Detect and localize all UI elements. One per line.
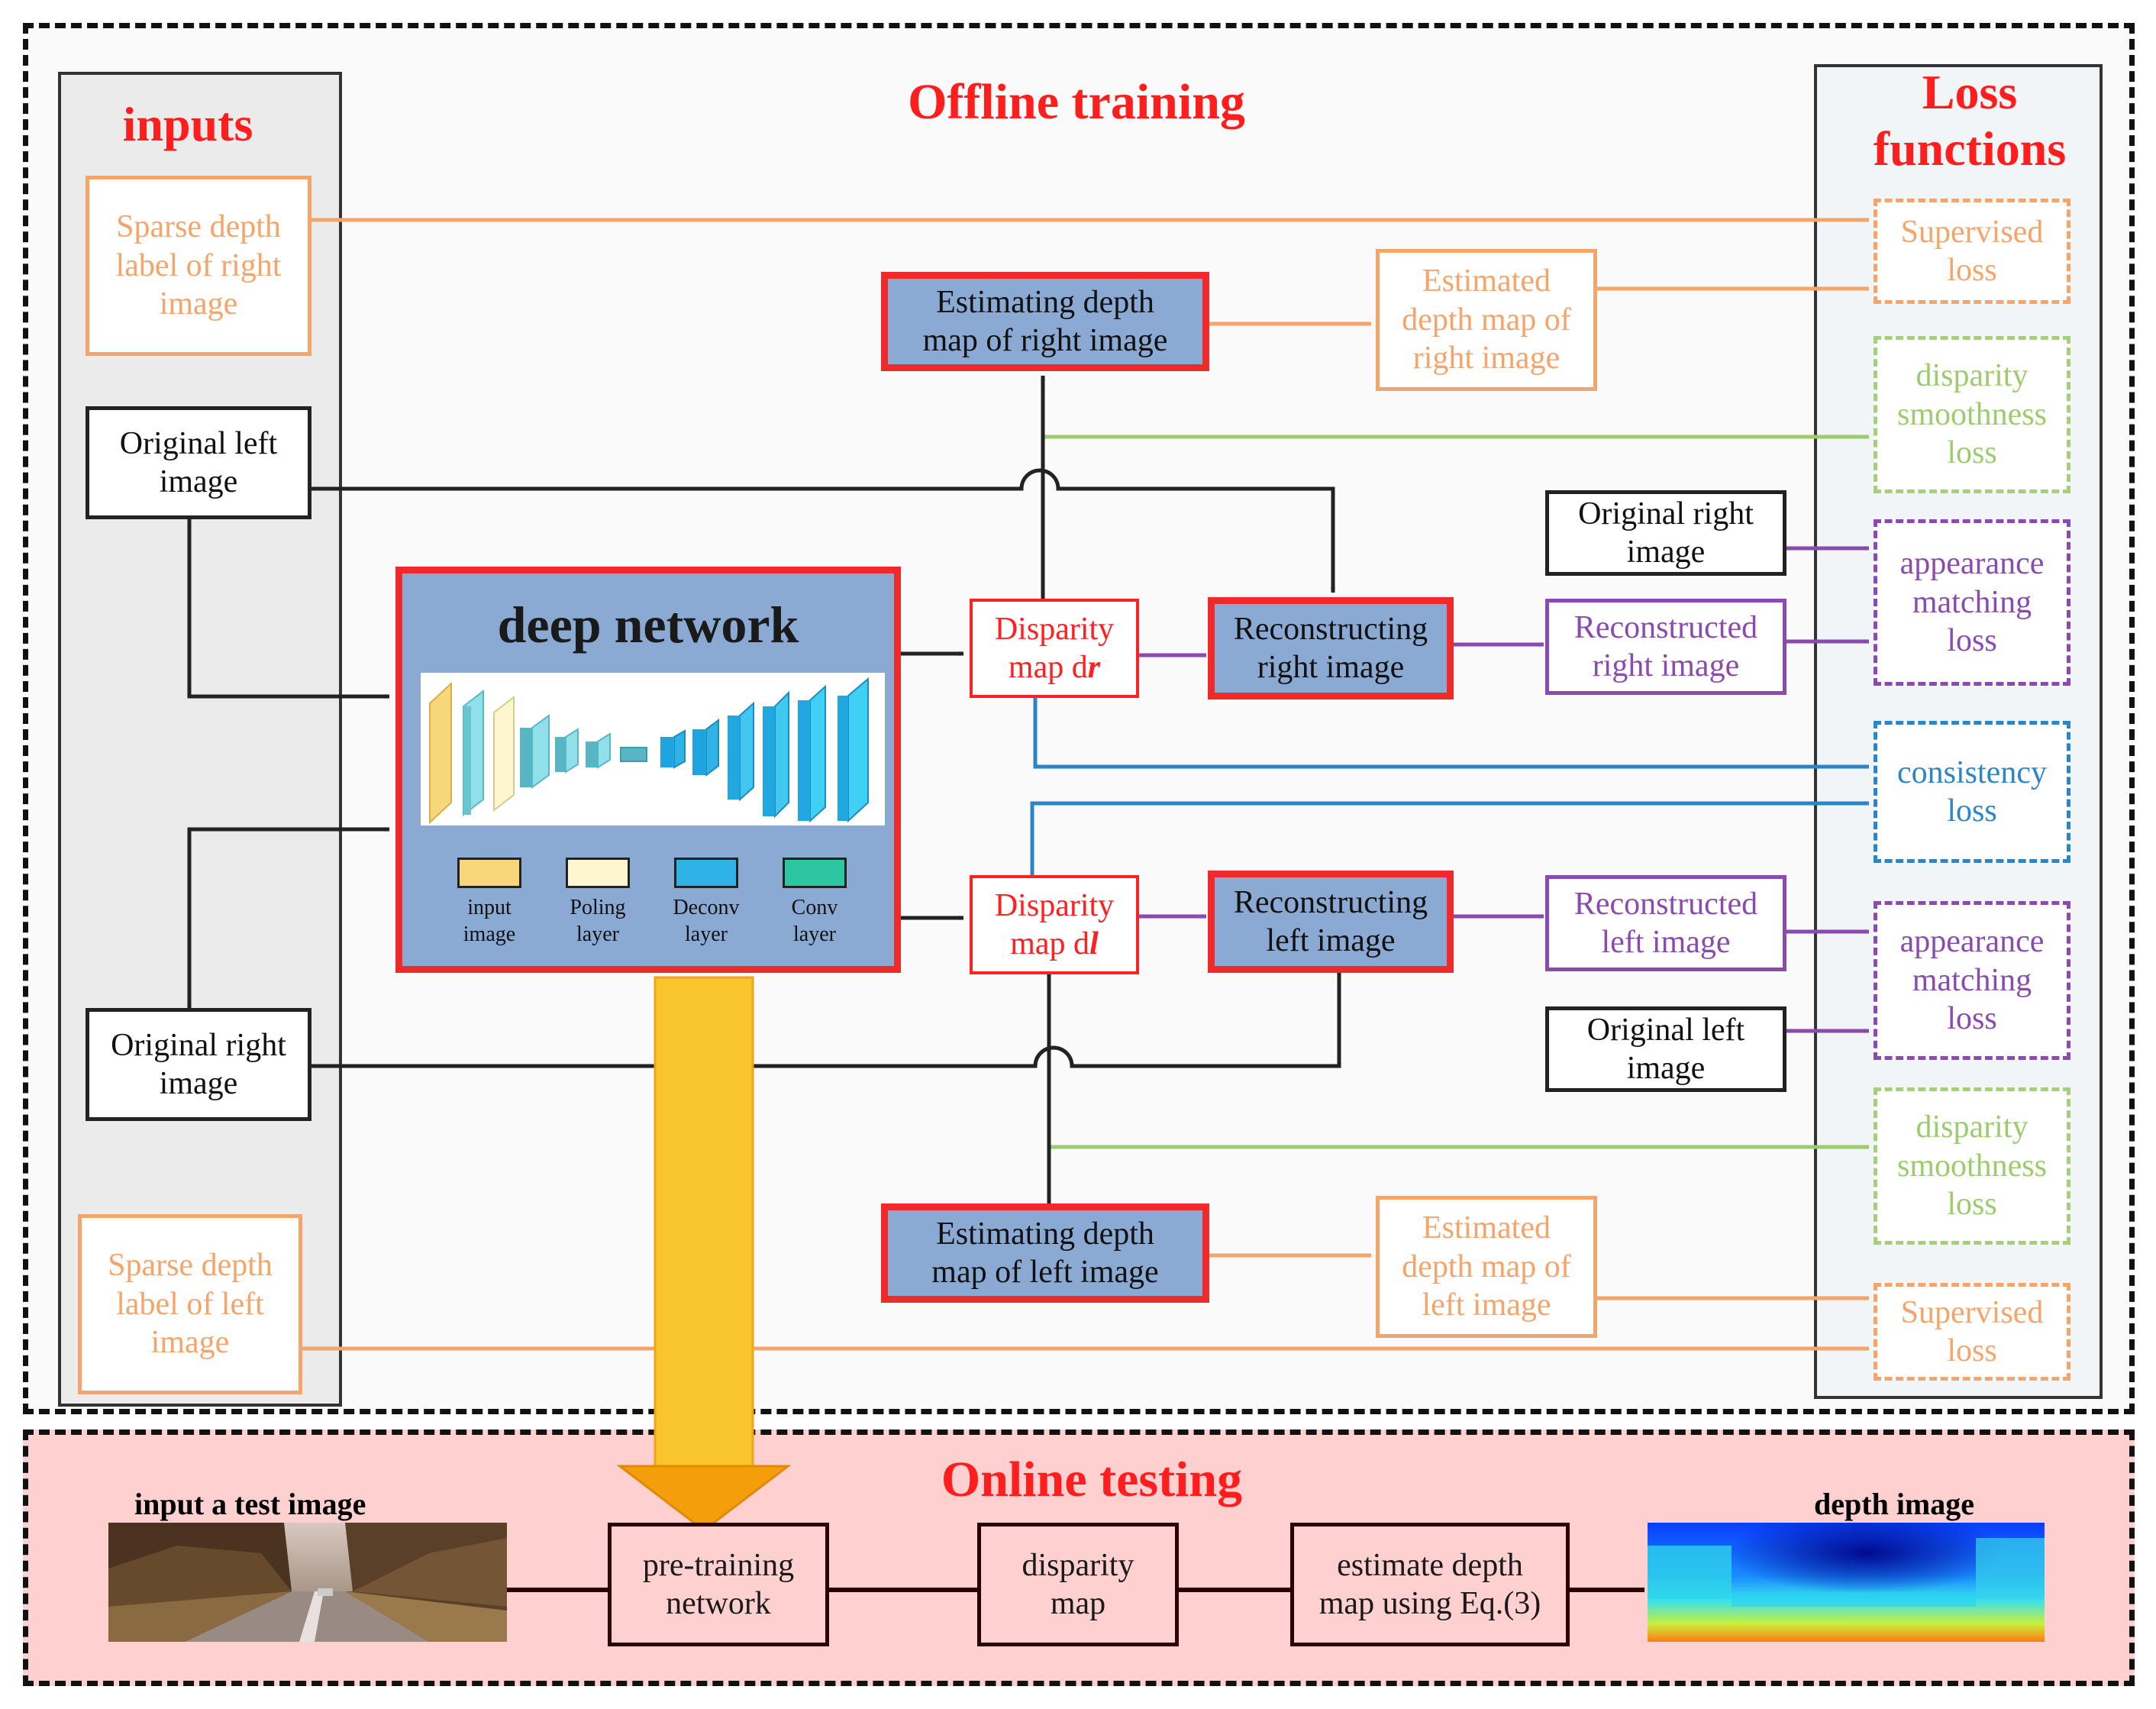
offline-title: Offline training bbox=[908, 74, 1245, 130]
arrow-orig-left-to-network bbox=[187, 519, 390, 699]
arrow-orig-right-to-recon-left bbox=[310, 969, 1341, 1068]
disparity-map-right: Disparity map dr bbox=[970, 599, 1139, 698]
estimated-depth-map-left: Estimated depth map of left image bbox=[1376, 1196, 1597, 1338]
legend-label-conv: Conv layer bbox=[791, 896, 838, 946]
network-layers bbox=[429, 677, 869, 825]
deep-network-box: deep network bbox=[395, 567, 901, 973]
test-image-label: input a test image bbox=[134, 1487, 366, 1521]
original-left-input: Original left image bbox=[86, 406, 311, 519]
legend-swatch-deconv bbox=[674, 858, 738, 888]
legend-label-input: input image bbox=[463, 896, 516, 946]
estimating-depth-right-process: Estimating depth map of right image bbox=[881, 272, 1209, 371]
pretraining-network-box: pre-training network bbox=[608, 1523, 829, 1646]
legend-label-deconv: Deconv layer bbox=[673, 896, 740, 946]
original-right-input: Original right image bbox=[86, 1008, 311, 1121]
reconstructing-right-process: Reconstructing right image bbox=[1208, 597, 1454, 699]
legend-swatch-conv bbox=[783, 858, 847, 888]
disparity-map-box: disparity map bbox=[977, 1523, 1179, 1646]
sparse-depth-right-input: Sparse depth label of right image bbox=[86, 176, 311, 356]
disparity-map-left: Disparity map dl bbox=[970, 875, 1139, 974]
reconstructed-right-image: Reconstructed right image bbox=[1545, 599, 1786, 695]
legend-swatch-pooling bbox=[566, 858, 630, 888]
transfer-arrow bbox=[616, 976, 792, 1532]
loss-title: Loss functions bbox=[1873, 65, 2067, 176]
legend-label-pooling: Poling layer bbox=[570, 896, 626, 946]
network-architecture bbox=[421, 673, 885, 825]
deep-network-title: deep network bbox=[497, 596, 799, 654]
supervised-loss-top: Supervised loss bbox=[1874, 199, 2070, 304]
appearance-loss-top: appearance matching loss bbox=[1874, 519, 2070, 686]
inputs-title: inputs bbox=[122, 97, 253, 151]
arrow-disparity-r-to-consistency bbox=[1033, 698, 1870, 769]
original-left-reference: Original left image bbox=[1545, 1006, 1786, 1092]
estimated-depth-map-right: Estimated depth map of right image bbox=[1376, 249, 1597, 391]
consistency-loss: consistency loss bbox=[1874, 721, 2070, 863]
online-title: Online testing bbox=[941, 1452, 1243, 1507]
estimate-depth-box: estimate depth map using Eq.(3) bbox=[1290, 1523, 1570, 1646]
legend-swatch-input bbox=[457, 858, 521, 888]
reconstructed-left-image: Reconstructed left image bbox=[1545, 875, 1786, 971]
test-road-image bbox=[108, 1523, 507, 1642]
appearance-loss-bottom: appearance matching loss bbox=[1874, 901, 2070, 1060]
estimating-depth-left-process: Estimating depth map of left image bbox=[881, 1203, 1209, 1303]
supervised-loss-bottom: Supervised loss bbox=[1874, 1283, 2070, 1381]
sparse-depth-left-input: Sparse depth label of left image bbox=[78, 1214, 302, 1394]
smoothness-loss-bottom: disparity smoothness loss bbox=[1874, 1087, 2070, 1245]
arrow-orig-right-to-network bbox=[187, 827, 390, 1008]
original-right-reference: Original right image bbox=[1545, 490, 1786, 576]
reconstructing-left-process: Reconstructing left image bbox=[1208, 871, 1454, 973]
smoothness-loss-top: disparity smoothness loss bbox=[1874, 336, 2070, 493]
offline-region bbox=[23, 23, 2135, 1414]
depth-image-label: depth image bbox=[1814, 1487, 1974, 1521]
depth-result-image bbox=[1648, 1523, 2045, 1642]
arrow-disparity-l-to-consistency bbox=[1030, 801, 1870, 875]
